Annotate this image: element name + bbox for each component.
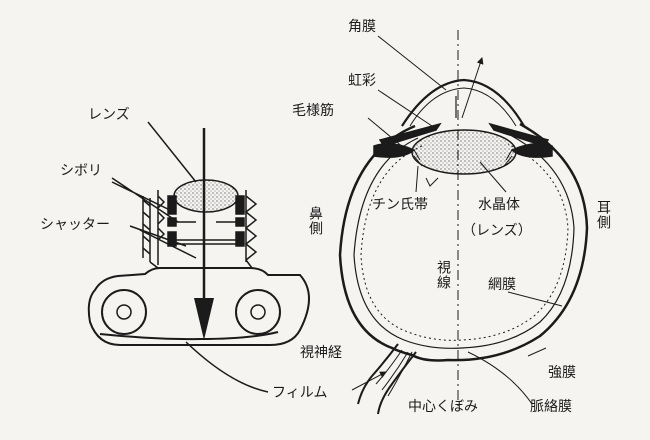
cornea xyxy=(401,78,525,127)
film-strip xyxy=(99,331,279,341)
label-nasal-side: 鼻側 xyxy=(307,206,323,236)
film-reel-right-hub xyxy=(250,304,266,320)
ray-arrow-right xyxy=(461,57,484,119)
retina-layer xyxy=(353,135,575,349)
leader-sclera xyxy=(527,347,547,357)
film-reel-right xyxy=(235,289,281,335)
choroid-layer xyxy=(360,143,569,341)
leader-film xyxy=(185,341,269,393)
optic-nerve-arrow xyxy=(351,371,387,391)
shutter-right xyxy=(235,231,245,247)
leader-lens xyxy=(147,121,197,183)
diaphragm-right xyxy=(235,217,245,227)
leader-iris xyxy=(377,89,433,127)
leader-retina xyxy=(507,291,563,307)
label-crystalline-lens-sub: （レンズ） xyxy=(462,223,532,239)
lens-mount-right xyxy=(235,195,245,215)
label-choroid: 脈絡膜 xyxy=(530,399,572,415)
label-retina: 網膜 xyxy=(488,277,516,293)
label-visual-axis: 視線 xyxy=(435,260,451,290)
zonule-fibres xyxy=(413,149,513,167)
label-zonule: チン氏帯 xyxy=(372,197,428,213)
leader-cornea xyxy=(377,35,447,91)
light-ray-arrowhead xyxy=(194,298,214,340)
leader-crystalline xyxy=(479,161,507,193)
leader-ciliary xyxy=(367,117,405,149)
label-diaphragm: シボリ xyxy=(60,163,102,179)
label-ciliary-muscle: 毛様筋 xyxy=(292,103,334,119)
label-lens: レンズ xyxy=(88,107,130,123)
label-optic-nerve: 視神経 xyxy=(300,345,342,361)
label-crystalline-lens: 水晶体 xyxy=(478,197,520,213)
label-temporal-side: 耳側 xyxy=(595,200,611,230)
camera-drawing xyxy=(87,121,310,393)
label-shutter: シャッター xyxy=(40,217,110,233)
film-reel-left-hub xyxy=(116,304,132,320)
film-reel-left xyxy=(101,289,147,335)
leader-diaphragm xyxy=(111,177,179,223)
label-cornea: 角膜 xyxy=(348,19,376,35)
bellows-right-tail xyxy=(245,259,253,269)
label-fovea: 中心くぼみ xyxy=(408,399,478,415)
camera-lens xyxy=(173,179,239,213)
camera-body xyxy=(87,267,310,346)
ciliary-muscle-right xyxy=(510,143,553,158)
shutter-blade xyxy=(176,239,236,245)
crystalline-lens xyxy=(411,129,517,175)
label-film: フィルム xyxy=(272,385,328,401)
optic-nerve xyxy=(357,343,417,415)
label-iris: 虹彩 xyxy=(348,73,376,89)
eye-drawing xyxy=(338,30,589,415)
leader-zonule xyxy=(415,165,419,193)
bellows-right xyxy=(244,190,258,262)
optic-nerve-fibres xyxy=(375,349,413,397)
bellows-left xyxy=(157,190,166,265)
ciliary-muscle-left xyxy=(373,143,416,158)
leader-choroid xyxy=(467,351,533,405)
label-sclera: 強膜 xyxy=(548,365,576,381)
cornea-inner xyxy=(409,87,517,127)
lens-mount-left xyxy=(167,195,177,215)
sclera-outline xyxy=(338,122,589,362)
small-check-mark xyxy=(425,177,439,187)
leader-shutter xyxy=(129,225,197,259)
lens-barrel-left-hatch xyxy=(142,199,151,255)
